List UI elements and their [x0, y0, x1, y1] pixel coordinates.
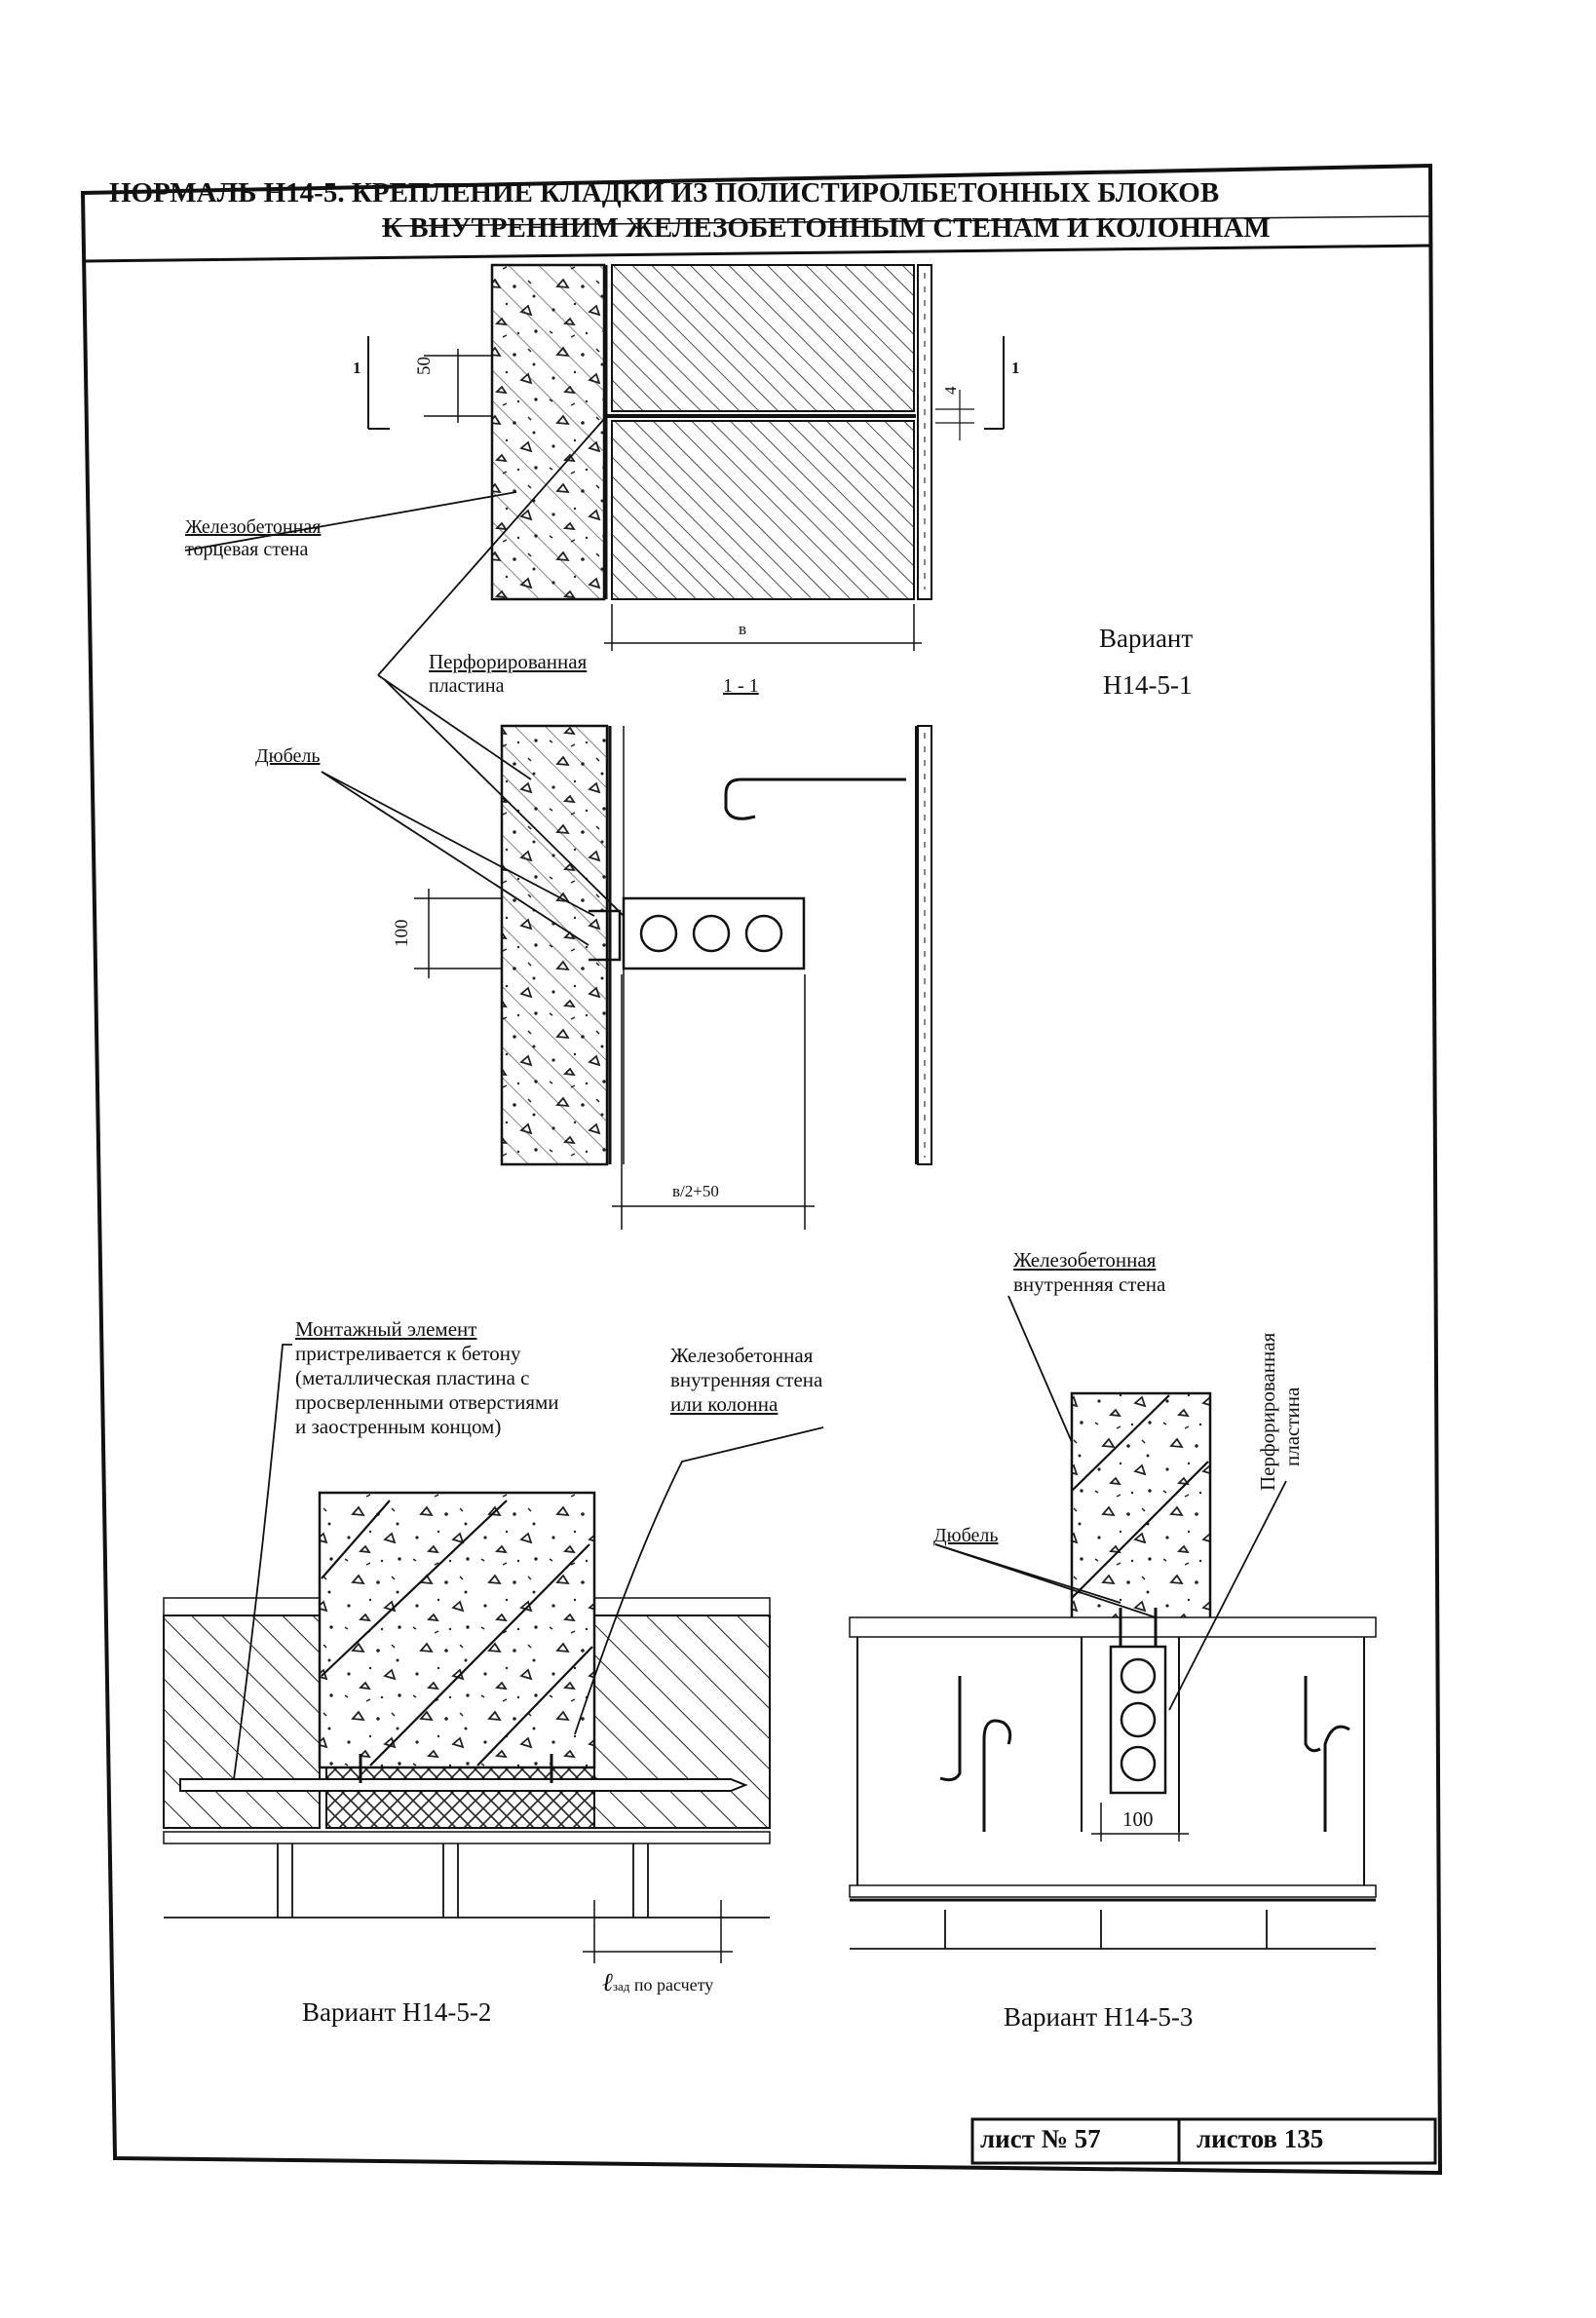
v1-dowel-label: Дюбель	[255, 745, 321, 767]
v2-insulation-mesh	[325, 1767, 595, 1829]
v1-section-mark: 1 - 1	[723, 675, 759, 697]
v2-concrete-column	[318, 1491, 596, 1769]
variant3-caption: Вариант Н14-5-3	[1004, 2002, 1194, 2032]
sheet-number-value: 57	[1074, 2124, 1101, 2153]
v1-block-lower	[611, 420, 915, 600]
v3-wall-2: внутренняя стена	[1013, 1273, 1166, 1296]
v3-concrete-wall	[1070, 1391, 1212, 1634]
v1-dim-4: 4	[941, 386, 960, 396]
v1-dim-b: в	[739, 620, 747, 638]
sheets-total-label: листов	[1197, 2124, 1278, 2153]
sheet-number-label: лист №	[980, 2124, 1068, 2153]
v2-note-2: пристреливается к бетону	[295, 1342, 521, 1365]
variant3-drawing	[849, 1295, 1377, 1950]
variant2-drawing	[163, 1344, 824, 1963]
v2-note-1: Монтажный элемент	[295, 1317, 477, 1341]
v2-anchor-tail: по расчету	[633, 1975, 714, 1995]
variant1-label: Вариант	[1099, 624, 1194, 653]
v1-dim-50: 50	[414, 357, 435, 375]
variant1-plan-top	[367, 263, 1005, 651]
v3-plate-2: пластина	[1280, 1387, 1304, 1466]
v1-wall-label-1: Железобетонная	[185, 516, 322, 538]
v1-hook-anchor	[724, 778, 906, 820]
v2-block-right	[593, 1615, 771, 1829]
v3-dowels	[1119, 1608, 1158, 1647]
v2-anchor-symbol: ℓ	[602, 1968, 613, 1996]
v2-wall-2: внутренняя стена	[670, 1368, 823, 1391]
title-block	[970, 2117, 1437, 2165]
v1-cut-mark-left: 1	[353, 359, 361, 377]
v3-dim-100: 100	[1122, 1807, 1154, 1831]
v2-mounting-plate	[179, 1778, 748, 1792]
page-title-line-2: К ВНУТРЕННИМ ЖЕЛЕЗОБЕТОННЫМ СТЕНАМ И КОЛ…	[382, 212, 1271, 244]
variant1-section	[414, 724, 932, 1230]
v3-wall-1: Железобетонная	[1013, 1248, 1157, 1272]
sheets-total: листов 135	[1197, 2124, 1323, 2154]
sheet-frame	[80, 163, 1443, 2176]
v1-wall-label-2: торцевая стена	[185, 539, 309, 560]
v1-dowel	[589, 909, 622, 962]
v2-anchor-subscript: зад	[612, 1979, 630, 1994]
v3-plate-1: Перфорированная	[1256, 1332, 1279, 1491]
v1-block-upper	[611, 264, 915, 412]
page-title-line-1: НОРМАЛЬ Н14-5. КРЕПЛЕНИЕ КЛАДКИ ИЗ ПОЛИС…	[109, 177, 1220, 209]
variant1-code: Н14-5-1	[1103, 670, 1193, 700]
v1-dim-b2: в/2+50	[672, 1182, 719, 1200]
variant1-leaders	[184, 418, 625, 946]
v2-note-4: просверленными отверстиями	[295, 1390, 559, 1414]
v3-hooks	[939, 1676, 1350, 1832]
v1-dim-100: 100	[392, 919, 412, 948]
v2-note-5: и заостренным концом)	[295, 1415, 502, 1438]
variant2-caption: Вариант Н14-5-2	[302, 1997, 492, 2027]
v1-plate-label-1: Перфорированная	[429, 650, 588, 673]
v1-plate-label-2: пластина	[429, 675, 505, 697]
sheets-total-value: 135	[1283, 2124, 1324, 2153]
v2-anchor-length: ℓзад по расчету	[602, 1968, 713, 1997]
v1-cut-mark-right: 1	[1011, 359, 1020, 377]
sheet-number: лист № 57	[980, 2124, 1101, 2154]
v2-wall-3: или колонна	[670, 1392, 779, 1416]
v2-wall-1: Железобетонная	[670, 1344, 814, 1367]
v3-dowel: Дюбель	[933, 1525, 999, 1546]
v2-note-3: (металлическая пластина с	[295, 1366, 530, 1389]
